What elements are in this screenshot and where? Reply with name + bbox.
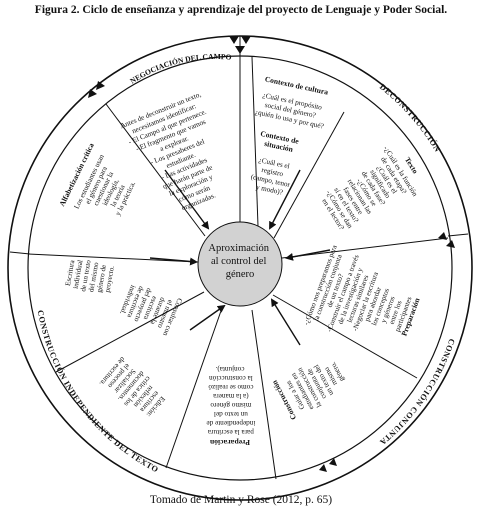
svg-text:Antes de deconstruir un texto,: Antes de deconstruir un texto, necesitam… <box>119 90 241 222</box>
negociacion-section: Antes de deconstruir un texto, necesitam… <box>119 90 241 222</box>
center-circle <box>197 221 283 307</box>
figure-caption: Tomado de Martin y Rose (2012, p. 65) <box>149 494 333 506</box>
consultar-section: Consultar con el maestro durante la escr… <box>116 279 184 339</box>
ring-label-construccion-conjunta: CONSTRUCCIÓN CONJUNTA <box>378 337 457 447</box>
center-label: Aproximación al control del género <box>208 243 271 280</box>
svg-text:para la escritura indepe: para la escritura independiente de un te… <box>205 365 256 436</box>
preparacion-conjunta-section: Preparación -¿Cómo nos preparamos para l… <box>302 242 422 356</box>
preparacion-independiente-section: Preparación para la escritura independie… <box>205 365 256 447</box>
ring-label-deconstruccion: DECONSTRUCCIÓN <box>378 82 442 154</box>
sector-dividers <box>27 56 449 480</box>
svg-text:-¿Cómo nos preparamos para: -¿Cómo nos preparamos para la construcci… <box>302 242 422 356</box>
escritura-section: Escritura individual de un texto del mis… <box>63 255 116 297</box>
contexto-cultura-section: Contexto de cultura ¿Cuál es el propósit… <box>254 74 329 130</box>
edicion-section: Edición: escritura reflexión crítica de … <box>97 354 171 425</box>
arrows-to-center <box>149 169 331 346</box>
center-line-3: género <box>226 269 255 280</box>
center-line-2: al control del <box>211 256 266 267</box>
svg-text:Preparación: Preparación <box>209 438 250 447</box>
alfabetizacion-section: Alfabetización crítica Los estudiantes u… <box>57 141 137 217</box>
ring-dividers <box>9 36 469 255</box>
center-line-1: Aproximación <box>208 243 269 254</box>
figure-title: Figura 2. Ciclo de enseñanza y aprendiza… <box>34 4 448 16</box>
svg-text:¿Cuál es el propósito so: ¿Cuál es el propósito social del género?… <box>254 90 328 130</box>
svg-text:Contexto de situación: Contexto de situación <box>258 129 302 155</box>
svg-text:Guiar a los estudiantes: Guiar a los estudiantes en la construcci… <box>281 350 352 416</box>
svg-text:Edición: escritura: Edición: escritura reflexión crítica de … <box>97 354 171 425</box>
construccion-section: Construcción Guiar a los estudiantes en … <box>269 350 352 421</box>
svg-text:Escritura individual: Escritura individual de un texto del mis… <box>63 255 116 297</box>
cycle-arrows <box>88 36 455 472</box>
svg-text:Consultar con el maestro: Consultar con el maestro durante la escr… <box>116 279 184 339</box>
texto-section: Texto -¿Cuál es la función de cada etapa… <box>320 145 420 232</box>
